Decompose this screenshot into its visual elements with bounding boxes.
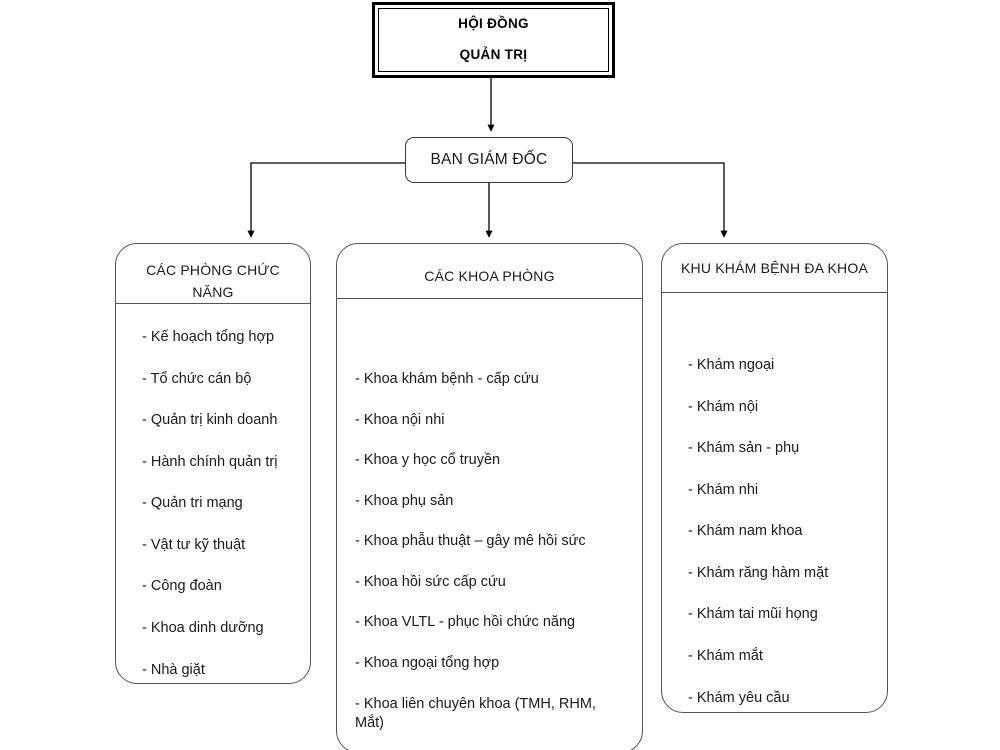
list-item: - Khoa phẫu thuật – gây mê hồi sức [355,533,586,550]
board-title-line-1: HỘI ĐỒNG [458,16,529,32]
column-clinical-departments: CÁC KHOA PHÒNG - Khoa khám bệnh - cấp cứ… [336,243,643,750]
list-item: - Khám sản - phụ [688,440,800,457]
list-item: - Khám răng hàm mặt [688,564,829,581]
column-divider-functional [116,303,310,304]
director-board-box: BAN GIÁM ĐỐC [405,137,573,183]
list-item: - Khám mắt [688,647,763,664]
column-divider-examination [662,292,887,293]
list-item: - Khoa phụ sản [355,492,454,509]
list-item: - Khám nội [688,398,759,415]
connector-director-to-left [247,162,405,238]
list-item: - Khoa y học cổ truyền [355,452,501,469]
list-item: - Vật tư kỹ thuật [142,536,246,553]
column-header-functional: CÁC PHÒNG CHỨC NĂNG [146,262,280,300]
list-item: - Hành chính quản trị [142,453,278,470]
list-item: - Khám ngoại [688,357,775,373]
column-header-clinical: CÁC KHOA PHÒNG [424,268,555,284]
list-item: - Khoa hồi sức cấp cứu [355,573,506,590]
column-items-clinical: - Khoa khám bệnh - cấp cứu - Khoa nội nh… [337,370,642,750]
list-item: - Khám nam khoa [688,523,803,540]
list-item: - Kế hoạch tổng hợp [142,329,275,345]
column-functional-departments: CÁC PHÒNG CHỨC NĂNG - Kế hoạch tổng hợp … [115,243,311,684]
list-item: - Khoa dinh dưỡng [142,619,264,636]
list-item: - Khoa ngoại tổng hợp [355,654,500,671]
list-item: - Khoa VLTL - phục hồi chức năng [355,614,576,631]
board-of-directors-box: HỘI ĐỒNG QUẢN TRỊ [372,2,615,78]
list-item: - Nhà giặt [142,661,205,678]
board-of-directors-inner: HỘI ĐỒNG QUẢN TRỊ [378,8,609,72]
list-item: - Khoa nội nhi [355,411,445,428]
list-item: - Khoa liên chuyên khoa (TMH, RHM, Mắt) [355,695,596,732]
list-item: - Khám yêu cầu [688,689,790,706]
connector-director-to-right [573,162,728,238]
list-item: - Khoa khám bệnh - cấp cứu [355,371,539,387]
column-items-functional: - Kế hoạch tổng hợp - Tổ chức cán bộ - Q… [116,328,310,683]
list-item: - Quản trị kinh doanh [142,412,278,429]
list-item: - Khám nhi [688,481,759,498]
board-title-line-2: QUẢN TRỊ [459,47,528,62]
column-divider-clinical [337,298,642,299]
list-item: - Công đoàn [142,578,222,595]
list-item: - Khám tai mũi họng [688,606,818,623]
list-item: - Tổ chức cán bộ [142,370,252,387]
column-general-examination: KHU KHÁM BỆNH ĐA KHOA - Khám ngoại - Khá… [661,243,888,713]
column-items-examination: - Khám ngoại - Khám nội - Khám sản - phụ… [662,356,887,712]
director-board-label: BAN GIÁM ĐỐC [430,151,548,168]
list-item: - Quản tri mạng [142,495,243,512]
column-header-examination: KHU KHÁM BỆNH ĐA KHOA [680,260,868,276]
